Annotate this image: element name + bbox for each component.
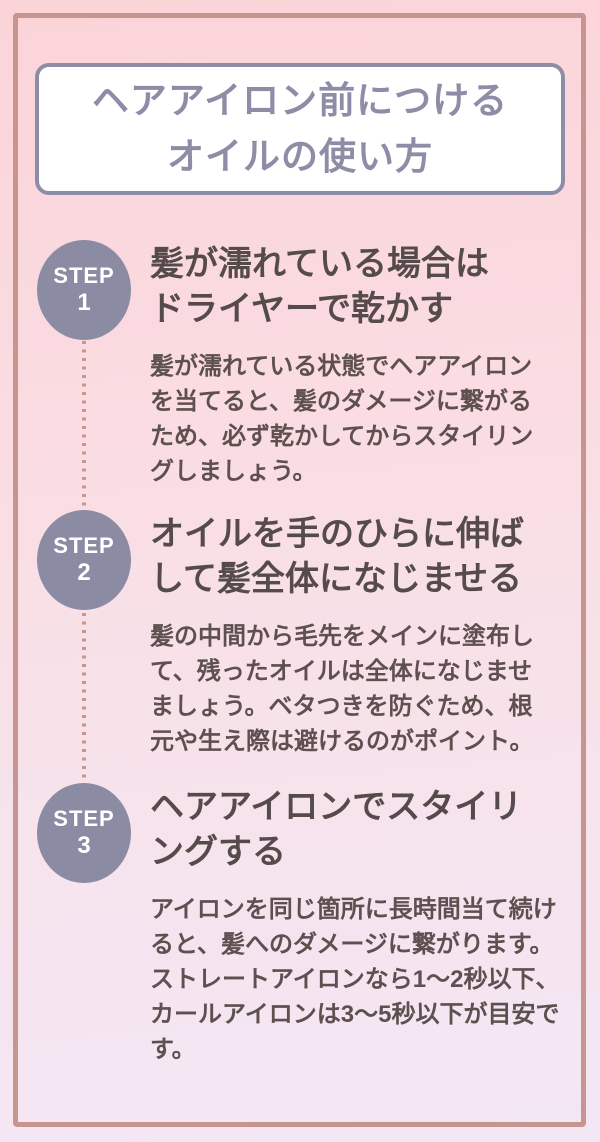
page-title: ヘアアイロン前につける オイルの使い方 [91, 80, 509, 177]
step-3-content: ヘアアイロンでスタイリ ングする アイロンを同じ箇所に長時間当て続け ると、髪へ… [150, 783, 576, 1067]
step-1-content: 髪が濡れている場合は ドライヤーで乾かす 髪が濡れている状態でヘアアイロン を当… [150, 240, 576, 489]
step-badge-number: 1 [77, 289, 91, 316]
step-heading: オイルを手のひらに伸ば して髪全体になじませる [150, 515, 524, 598]
step-badge-number: 3 [77, 832, 91, 859]
step-body: 髪の中間から毛先をメインに塗布し て、残ったオイルは全体になじませ ましょう。ベ… [150, 623, 534, 755]
step-2-content: オイルを手のひらに伸ば して髪全体になじませる 髪の中間から毛先をメインに塗布し… [150, 510, 576, 759]
step-badge-label: STEP [53, 533, 115, 558]
step-3-badge: STEP 3 [37, 783, 131, 883]
step-body: 髪が濡れている状態でヘアアイロン を当てると、髪のダメージに繋がる ため、必ず乾… [150, 353, 534, 485]
step-1-badge: STEP 1 [37, 240, 131, 340]
step-badge-label: STEP [53, 263, 115, 288]
step-badge-number: 2 [77, 559, 91, 586]
step-badge-label: STEP [53, 806, 115, 831]
title-box: ヘアアイロン前につける オイルの使い方 [35, 63, 565, 195]
step-item-1: STEP 1 髪が濡れている場合は ドライヤーで乾かす 髪が濡れている状態でヘア… [0, 240, 600, 510]
step-item-3: STEP 3 ヘアアイロンでスタイリ ングする アイロンを同じ箇所に長時間当て続… [0, 783, 600, 1067]
step-body: アイロンを同じ箇所に長時間当て続け ると、髪へのダメージに繋がります。 ストレー… [150, 896, 560, 1063]
step-2-badge: STEP 2 [37, 510, 131, 610]
step-item-2: STEP 2 オイルを手のひらに伸ば して髪全体になじませる 髪の中間から毛先を… [0, 510, 600, 783]
step-heading: 髪が濡れている場合は ドライヤーで乾かす [150, 245, 489, 328]
steps-list: STEP 1 髪が濡れている場合は ドライヤーで乾かす 髪が濡れている状態でヘア… [0, 240, 600, 1067]
step-heading: ヘアアイロンでスタイリ ングする [150, 788, 523, 871]
content-area: ヘアアイロン前につける オイルの使い方 STEP 1 髪が濡れている場合は ドラ… [0, 63, 600, 1067]
